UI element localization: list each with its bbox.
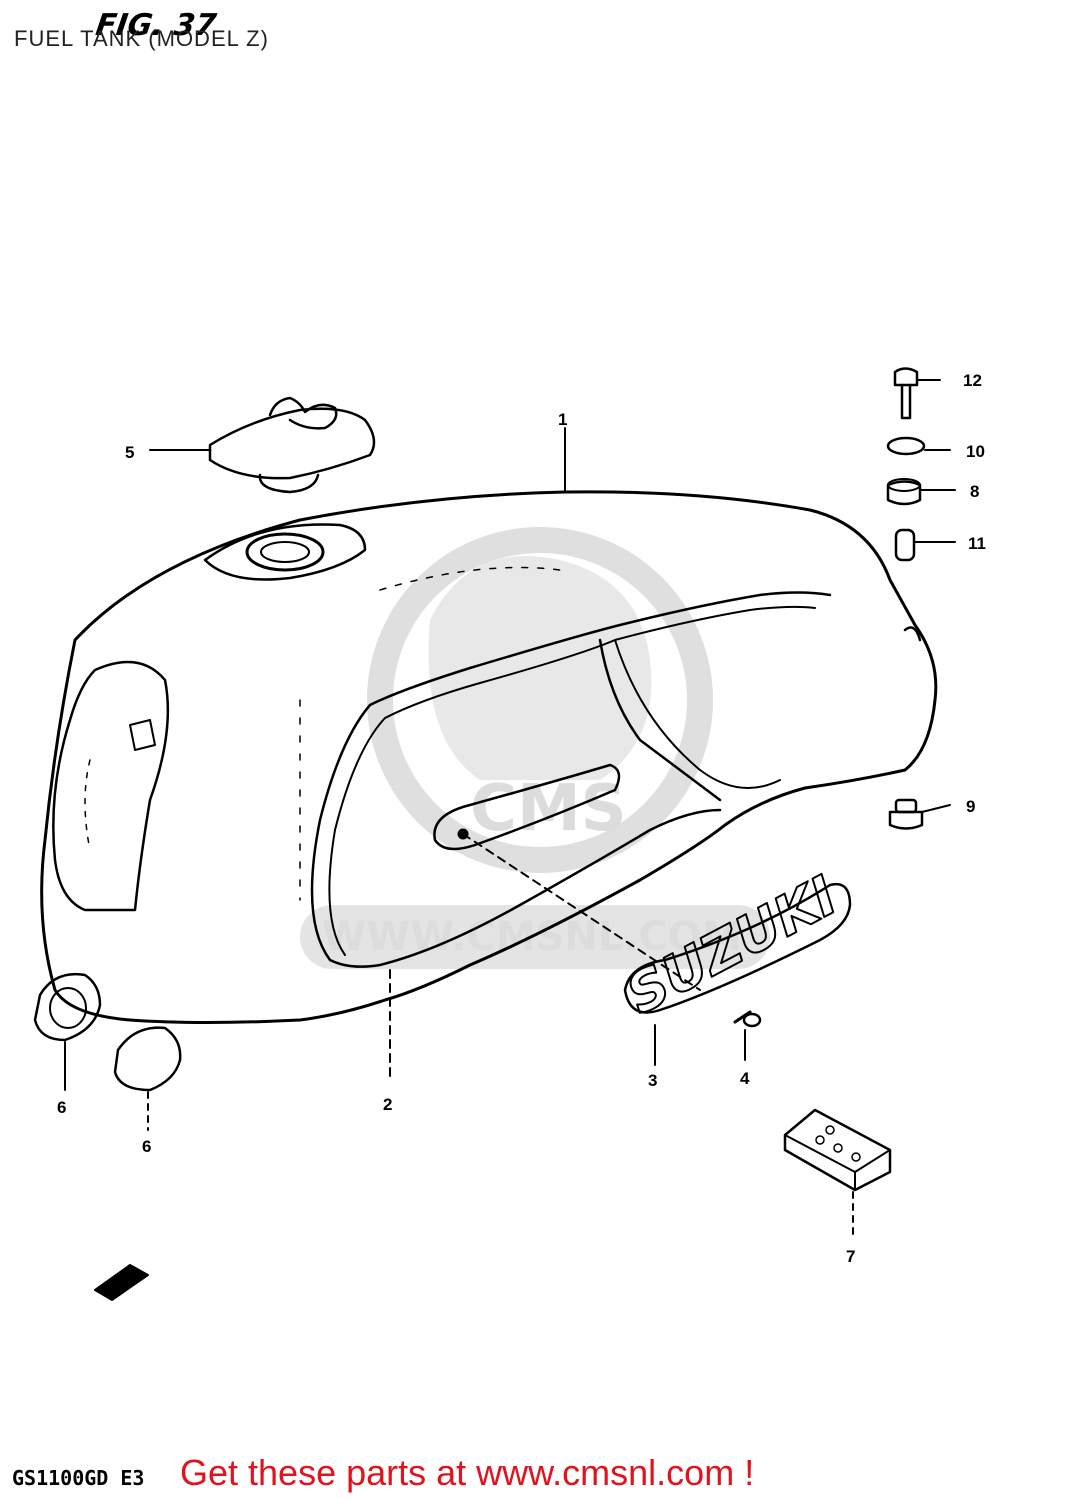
washer — [886, 436, 926, 456]
callout-5: 5 — [125, 443, 134, 462]
suzuki-emblem — [623, 882, 852, 1014]
promo-text[interactable]: Get these parts at www.cmsnl.com ! — [180, 1452, 755, 1493]
callout-3: 3 — [648, 1071, 657, 1090]
screw — [733, 1010, 762, 1028]
cms-watermark: CMS WWW.CMSNL.COM — [300, 527, 770, 969]
callout-6-rear: 6 — [142, 1137, 151, 1156]
callout-7: 7 — [846, 1247, 855, 1266]
fuel-cap — [208, 396, 376, 494]
cushion-rear — [113, 1026, 182, 1092]
callout-4: 4 — [740, 1069, 750, 1088]
callout-9: 9 — [966, 797, 975, 816]
callout-6-front: 6 — [57, 1098, 66, 1117]
leader-lines — [64, 379, 956, 1241]
front-arrow — [94, 1264, 149, 1301]
cushion-front — [33, 972, 102, 1042]
callout-10: 10 — [966, 442, 985, 461]
watermark-logo: CMS — [470, 772, 627, 846]
grommet — [886, 478, 922, 506]
callout-12: 12 — [963, 371, 982, 390]
diagram-title: FUEL TANK (MODEL Z) — [14, 26, 269, 51]
collar — [894, 528, 916, 562]
rubber-block — [783, 1108, 892, 1192]
bolt — [893, 367, 919, 420]
callout-1: 1 — [558, 410, 567, 429]
callout-8: 8 — [970, 482, 979, 501]
model-code: GS1100GD E3 — [12, 1466, 145, 1490]
callout-2: 2 — [383, 1095, 392, 1114]
rubber-plug — [888, 798, 924, 830]
callout-11: 11 — [968, 534, 986, 553]
